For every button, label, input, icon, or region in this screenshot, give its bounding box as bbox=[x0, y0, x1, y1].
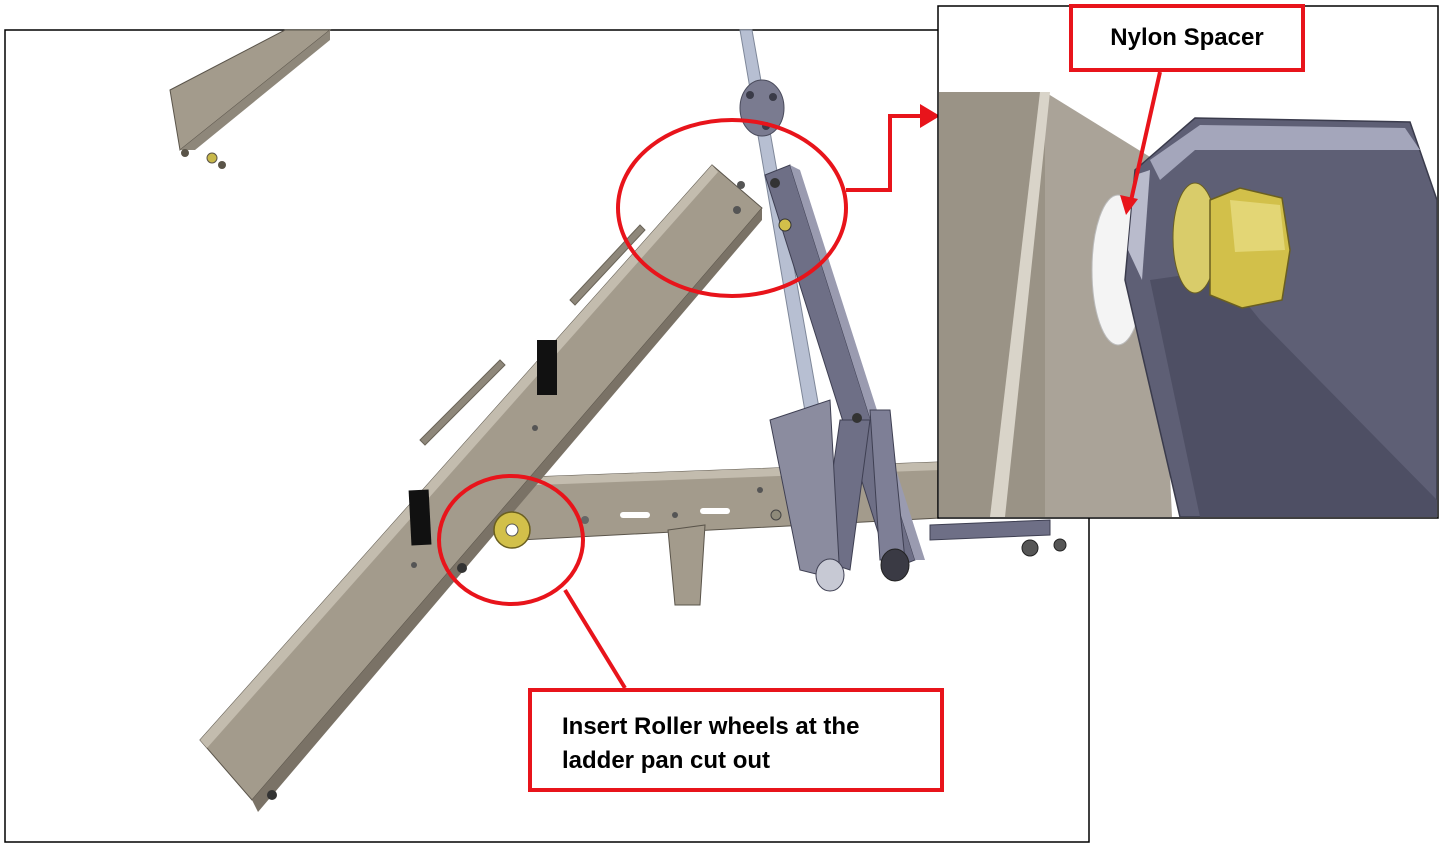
support-bracket bbox=[764, 164, 1067, 592]
nylon-spacer-callout: Nylon Spacer bbox=[1069, 4, 1305, 72]
inset-arrow-head bbox=[920, 104, 940, 128]
spacer-leader-line bbox=[1128, 71, 1162, 206]
inset-arrow bbox=[846, 114, 925, 192]
inset-detail-view bbox=[937, 5, 1439, 519]
roller-highlight-ellipse bbox=[437, 474, 585, 606]
roller-callout-line-1: Insert Roller wheels at the bbox=[562, 713, 860, 740]
roller-wheels-callout: Insert Roller wheels at the ladder pan c… bbox=[528, 688, 944, 792]
roller-leader-line bbox=[563, 588, 627, 690]
upper-channel bbox=[169, 29, 332, 169]
roller-callout-line-2: ladder pan cut out bbox=[562, 747, 771, 774]
spacer-highlight-ellipse bbox=[616, 118, 848, 298]
spacer-leader-head bbox=[1120, 195, 1138, 215]
roller-wheel bbox=[493, 511, 531, 549]
